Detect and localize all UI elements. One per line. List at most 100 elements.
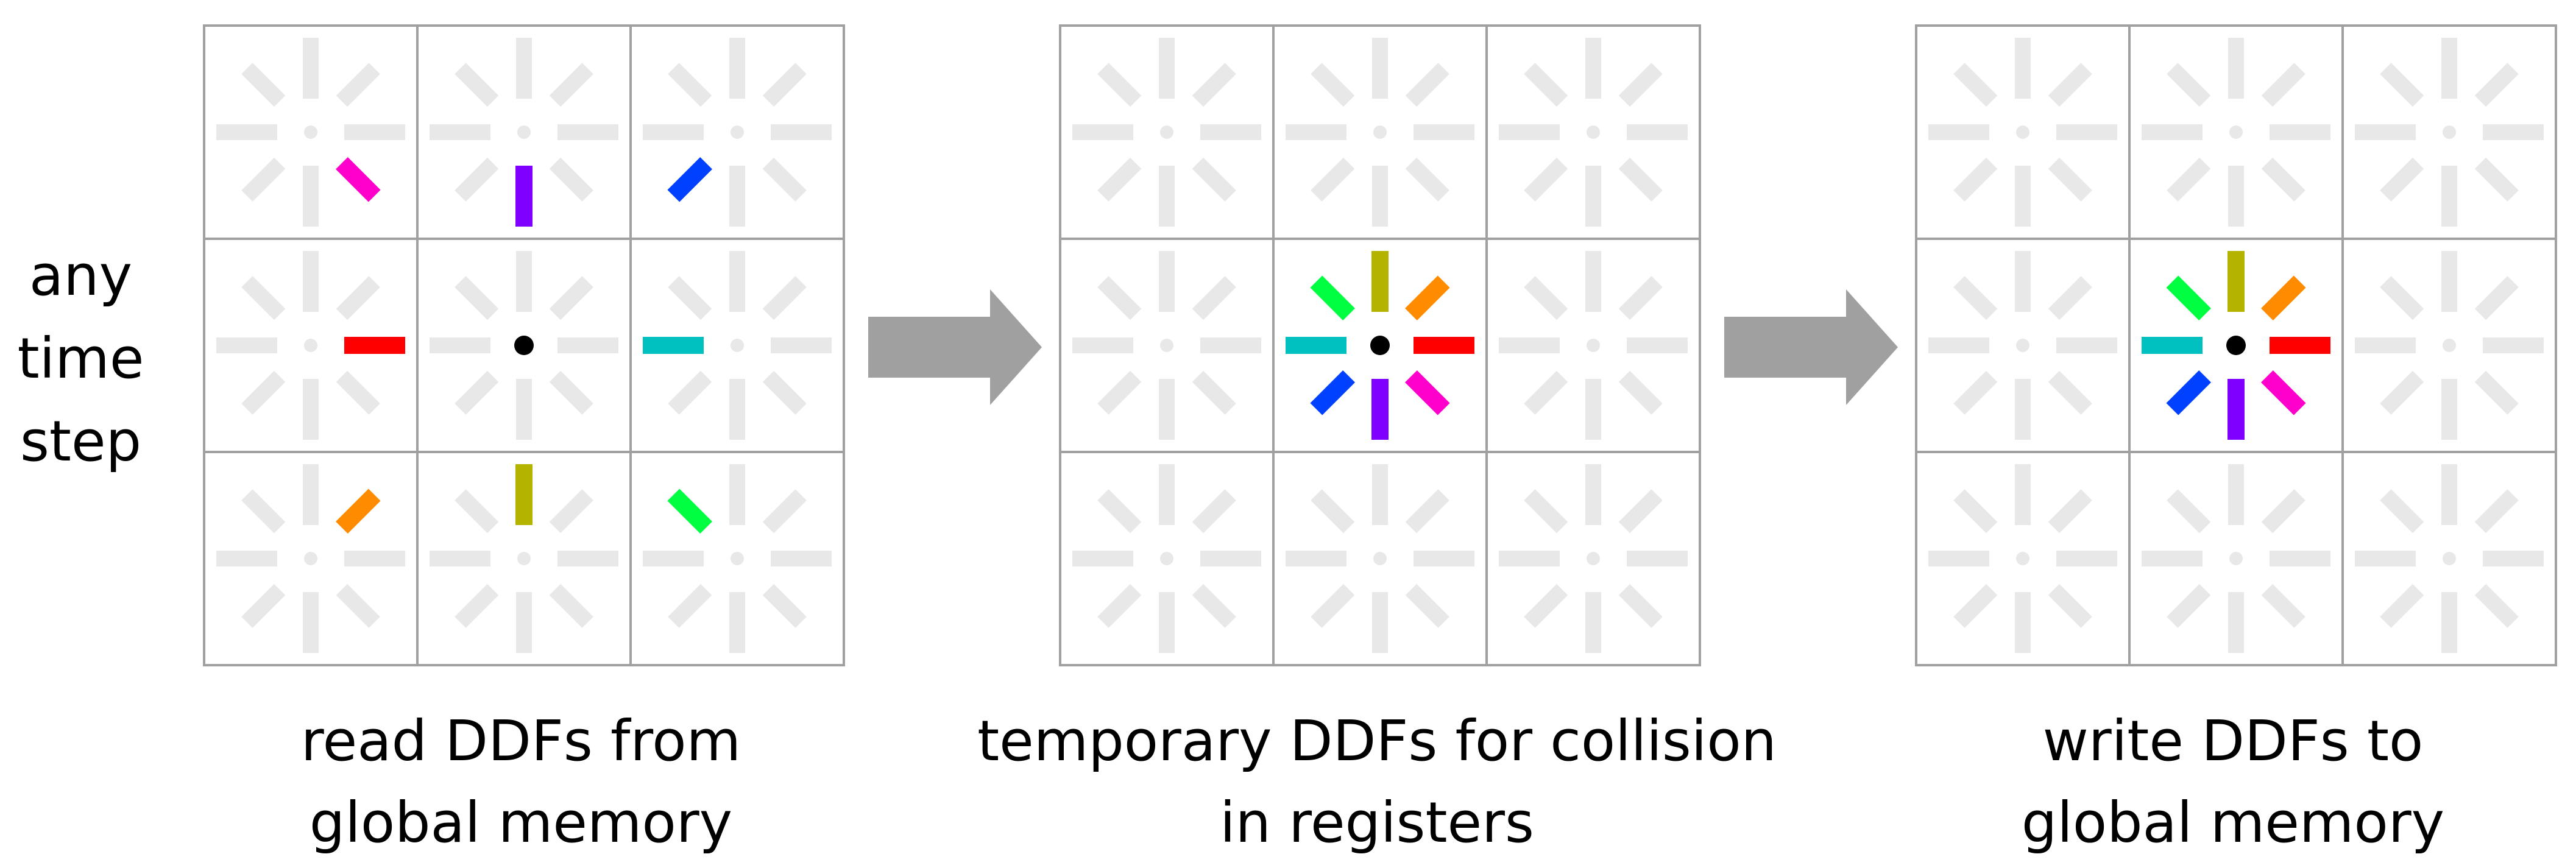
ghost-vector — [241, 157, 286, 202]
ghost-vector — [455, 63, 499, 107]
ghost-vector — [2474, 63, 2519, 107]
caption-write: write DDFs to global memory — [1776, 700, 2576, 864]
ghost-vector — [762, 584, 807, 628]
ghost-vector — [1405, 63, 1449, 107]
arrow-right-icon — [1724, 289, 1898, 405]
ghost-vector — [1097, 157, 1142, 202]
ghost-vector — [1311, 63, 1355, 107]
ghost-node — [731, 125, 744, 139]
panel-registers — [1059, 24, 1701, 666]
ddf-vector — [1310, 275, 1355, 320]
ghost-vector — [1192, 489, 1236, 534]
ghost-vector — [668, 63, 712, 107]
ghost-vector — [2048, 63, 2092, 107]
ghost-vector — [762, 370, 807, 415]
ghost-vector — [1192, 584, 1236, 628]
ghost-node — [2016, 339, 2029, 352]
ddf-vector — [667, 157, 712, 202]
ghost-vector — [455, 157, 499, 202]
side-label-line-2: time — [17, 326, 144, 391]
ghost-vector — [1097, 276, 1142, 320]
ghost-node — [1587, 339, 1600, 352]
ghost-vector — [2380, 157, 2424, 202]
ghost-vector — [1097, 489, 1142, 534]
ghost-vector — [1097, 370, 1142, 415]
ghost-vector — [668, 276, 712, 320]
center-node — [1370, 336, 1390, 355]
ghost-node — [731, 339, 744, 352]
ghost-vector — [1953, 370, 1998, 415]
ghost-vector — [455, 489, 499, 534]
ghost-vector — [455, 584, 499, 628]
panel-write — [1915, 24, 2557, 666]
ghost-vector — [1953, 276, 1998, 320]
side-label-line-3: step — [19, 409, 141, 474]
ddf-vector — [667, 489, 712, 534]
center-node — [2226, 336, 2246, 355]
ghost-vector — [1311, 489, 1355, 534]
ghost-vector — [2474, 157, 2519, 202]
caption-write-line-2: global memory — [2021, 790, 2445, 855]
ghost-vector — [1953, 584, 1998, 628]
ghost-node — [731, 552, 744, 565]
ghost-vector — [549, 63, 593, 107]
ghost-vector — [2167, 157, 2211, 202]
ghost-vector — [549, 370, 593, 415]
ghost-vector — [1192, 370, 1236, 415]
ghost-vector — [455, 276, 499, 320]
ghost-vector — [241, 584, 286, 628]
ghost-vector — [549, 584, 593, 628]
ddf-vector — [2261, 370, 2306, 415]
ddf-vector — [1310, 370, 1355, 415]
ghost-node — [2443, 339, 2456, 352]
panel-read — [203, 24, 845, 666]
ghost-node — [304, 552, 317, 565]
ghost-vector — [1953, 489, 1998, 534]
grid-border — [203, 24, 845, 666]
ghost-vector — [762, 63, 807, 107]
ghost-node — [1587, 552, 1600, 565]
ghost-vector — [1405, 157, 1449, 202]
ghost-node — [1373, 125, 1387, 139]
caption-registers-line-1: temporary DDFs for collision — [977, 708, 1777, 774]
caption-registers-line-2: in registers — [1220, 790, 1534, 855]
ghost-vector — [2048, 157, 2092, 202]
time-step-label: any time step — [0, 235, 161, 483]
ghost-node — [1587, 125, 1600, 139]
ghost-vector — [1524, 370, 1568, 415]
ghost-vector — [1953, 63, 1998, 107]
ghost-vector — [336, 63, 380, 107]
ghost-vector — [2167, 584, 2211, 628]
ghost-vector — [1405, 489, 1449, 534]
ddf-vector — [2166, 275, 2211, 320]
ghost-vector — [549, 276, 593, 320]
ghost-vector — [1618, 276, 1663, 320]
ghost-node — [1373, 552, 1387, 565]
ghost-vector — [2380, 276, 2424, 320]
ghost-vector — [762, 276, 807, 320]
ddf-vector — [1405, 275, 1450, 320]
ghost-vector — [762, 157, 807, 202]
ghost-vector — [1953, 157, 1998, 202]
ghost-vector — [2261, 157, 2305, 202]
ddf-vector — [2166, 370, 2211, 415]
ddf-vector — [336, 489, 381, 534]
ghost-vector — [1618, 63, 1663, 107]
ghost-vector — [336, 276, 380, 320]
ghost-vector — [2048, 584, 2092, 628]
ghost-vector — [1311, 584, 1355, 628]
ghost-vector — [1618, 370, 1663, 415]
ghost-node — [2016, 125, 2029, 139]
ghost-vector — [1524, 489, 1568, 534]
ddf-vector — [336, 157, 381, 202]
ghost-vector — [549, 489, 593, 534]
ghost-vector — [1097, 63, 1142, 107]
ghost-vector — [336, 584, 380, 628]
ddf-vector — [2261, 275, 2306, 320]
ghost-vector — [668, 584, 712, 628]
ghost-node — [2443, 125, 2456, 139]
ghost-vector — [2380, 489, 2424, 534]
ghost-vector — [2167, 63, 2211, 107]
